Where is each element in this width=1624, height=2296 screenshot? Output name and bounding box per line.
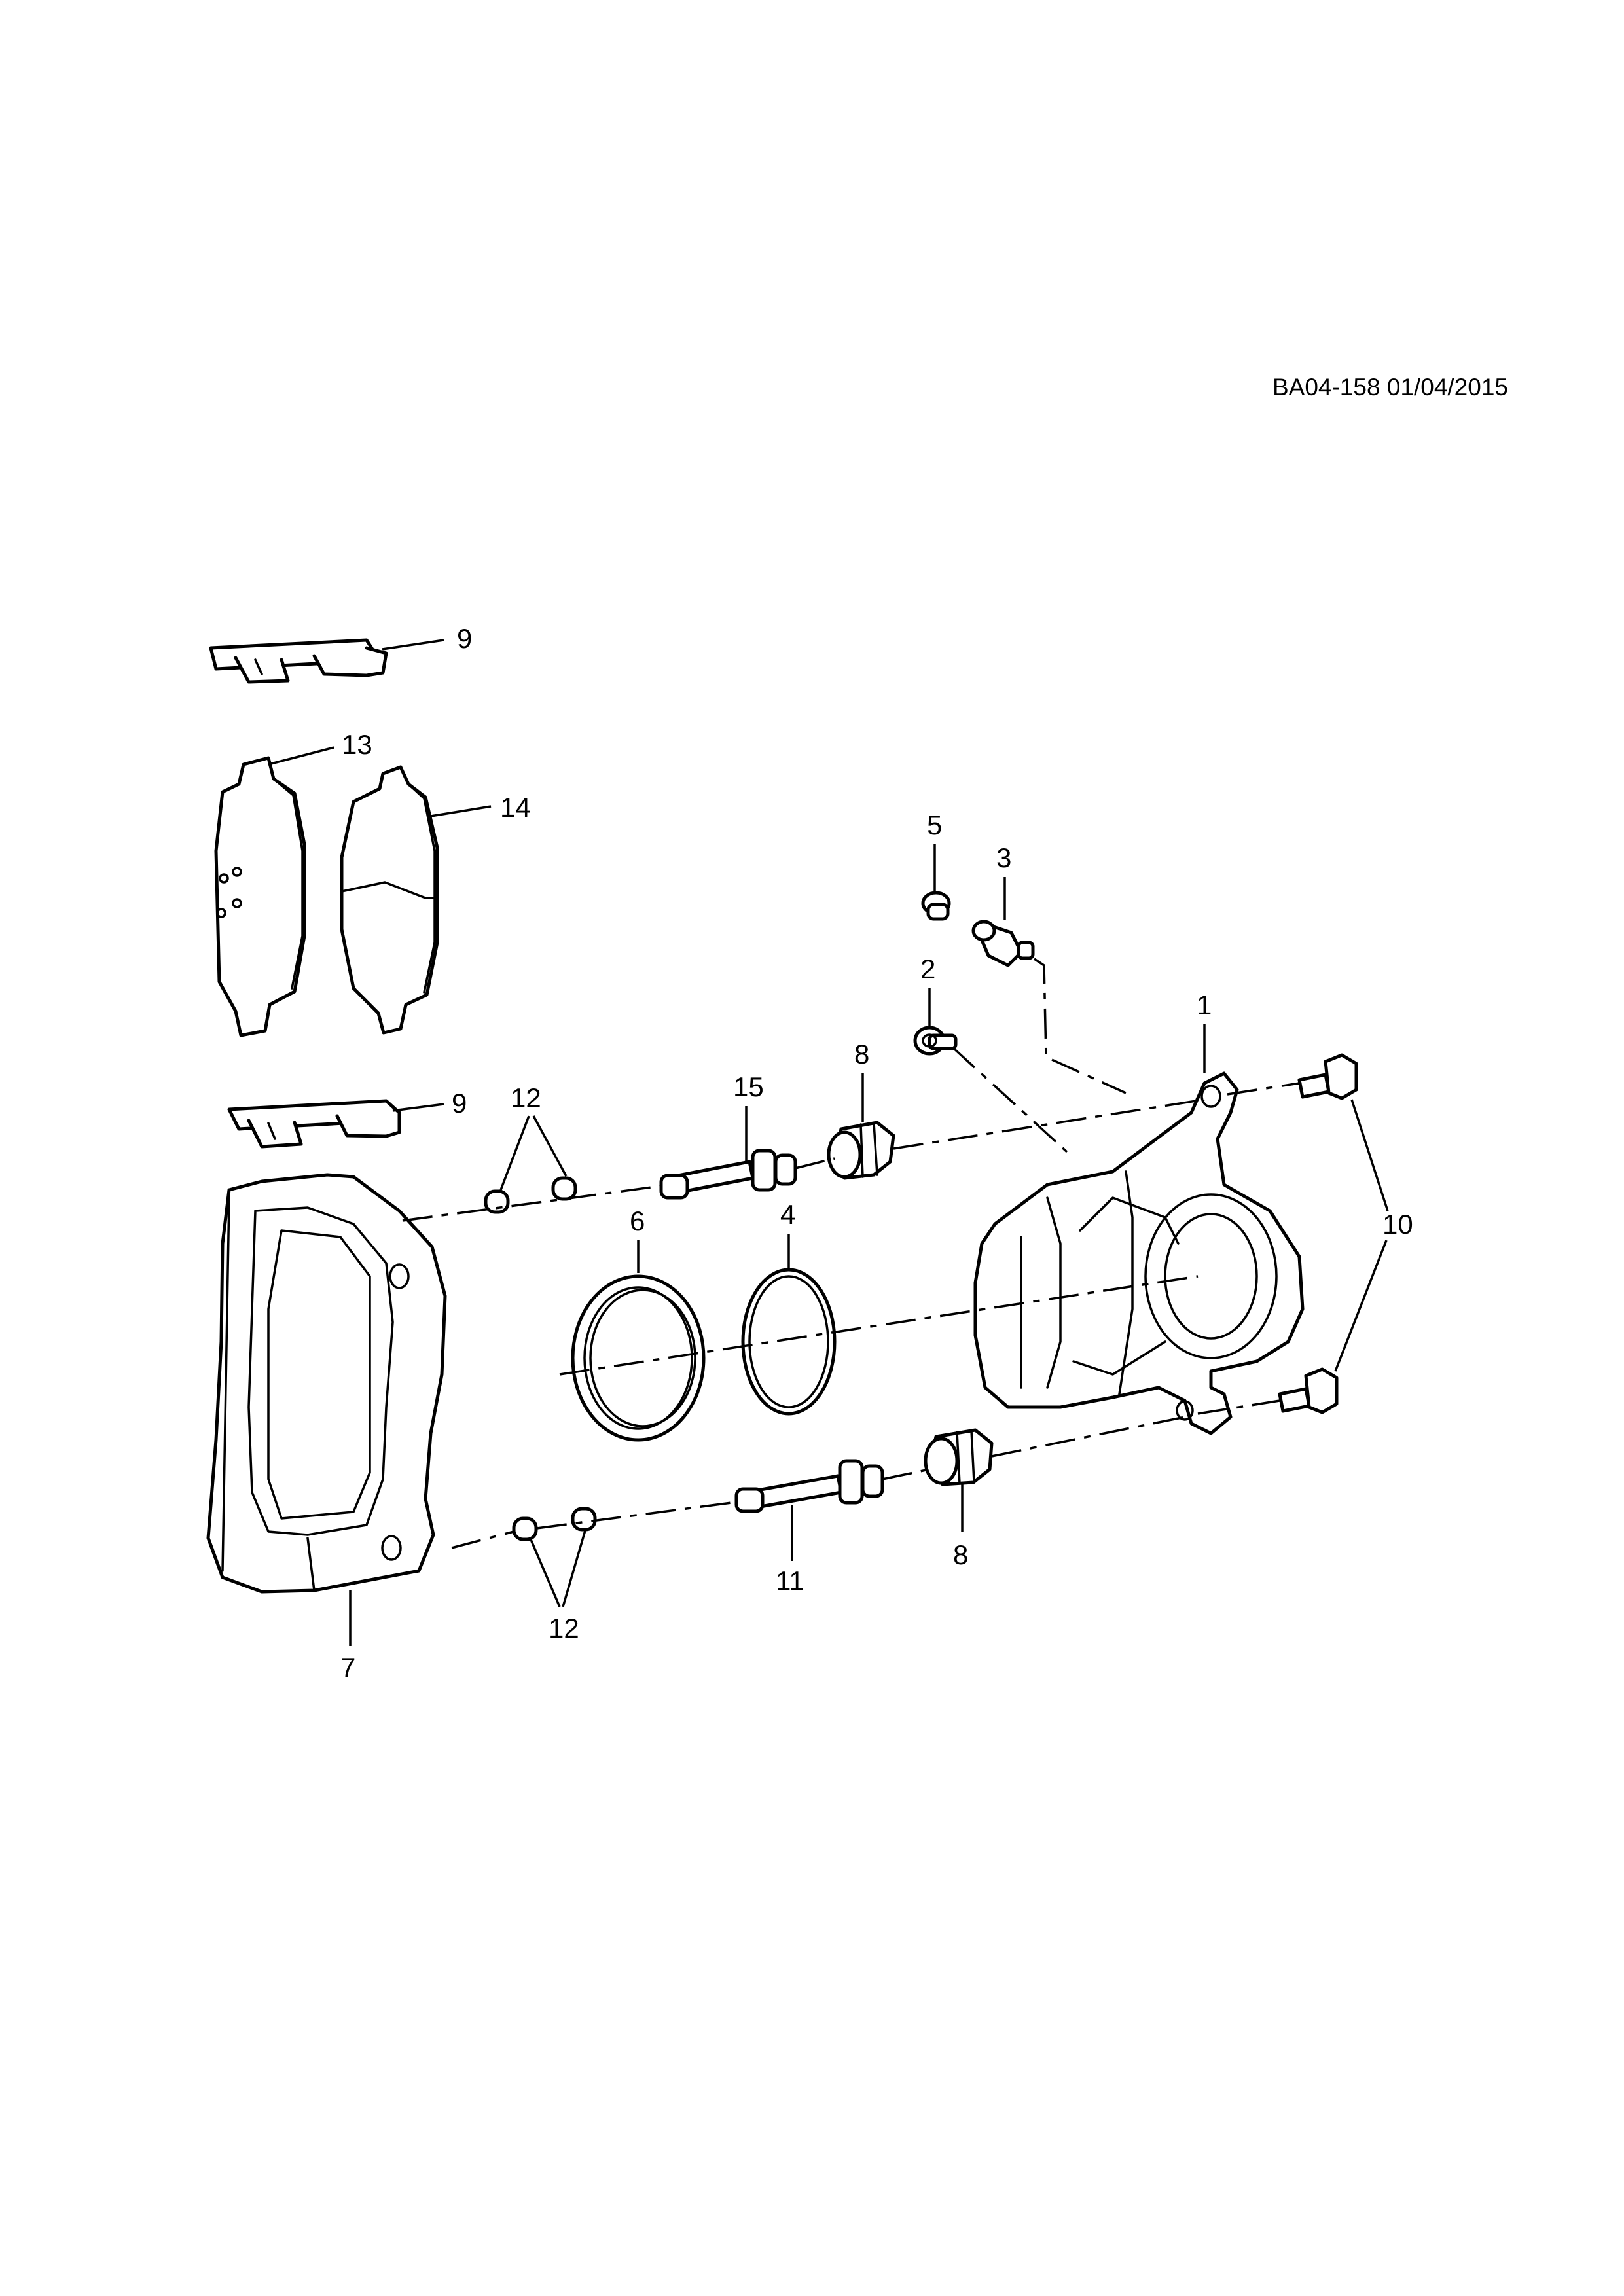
piston-seal-6 <box>571 1274 706 1442</box>
dust-seal-4 <box>741 1268 837 1416</box>
caliper-bracket-7 <box>206 1173 447 1594</box>
caliper-bolts-10 <box>1278 1053 1358 1414</box>
callout-9-bottom: 9 <box>452 1088 467 1119</box>
guide-pin-15 <box>659 1149 797 1200</box>
callout-4: 4 <box>780 1199 795 1230</box>
drawing-reference: BA04-158 01/04/2015 <box>1272 374 1508 401</box>
pad-clip-bottom <box>227 1099 401 1149</box>
callout-3: 3 <box>996 842 1011 873</box>
callout-8-top: 8 <box>854 1039 869 1069</box>
dust-boot-8-top <box>827 1121 895 1180</box>
bleeder-cap-5 <box>921 891 951 921</box>
callout-9-top: 9 <box>457 623 472 654</box>
brake-pad-14 <box>340 765 439 1035</box>
callout-14: 14 <box>500 792 531 823</box>
callout-8-bottom: 8 <box>953 1539 968 1570</box>
callout-2: 2 <box>920 954 935 984</box>
caliper-housing-1 <box>973 1071 1305 1435</box>
bushings-12-bottom <box>512 1507 597 1541</box>
callout-7: 7 <box>340 1652 355 1683</box>
bleeder-screw-3 <box>971 920 1035 967</box>
callout-15: 15 <box>733 1071 764 1102</box>
callout-13: 13 <box>342 729 372 760</box>
callout-5: 5 <box>927 810 942 840</box>
callout-1: 1 <box>1197 990 1212 1020</box>
callout-6: 6 <box>630 1206 645 1236</box>
hose-bolt-2 <box>913 1026 958 1056</box>
dust-boot-8-bottom <box>924 1428 994 1486</box>
brake-pad-13 <box>214 756 306 1037</box>
callout-12-bottom: 12 <box>549 1613 579 1643</box>
callout-10: 10 <box>1382 1209 1413 1240</box>
callout-11: 11 <box>776 1566 804 1596</box>
pad-clip-top <box>209 638 388 684</box>
bushings-12-top <box>484 1176 577 1214</box>
callout-12-top: 12 <box>511 1083 541 1113</box>
guide-pin-11 <box>734 1459 884 1513</box>
assembly-lines <box>402 958 1300 1549</box>
